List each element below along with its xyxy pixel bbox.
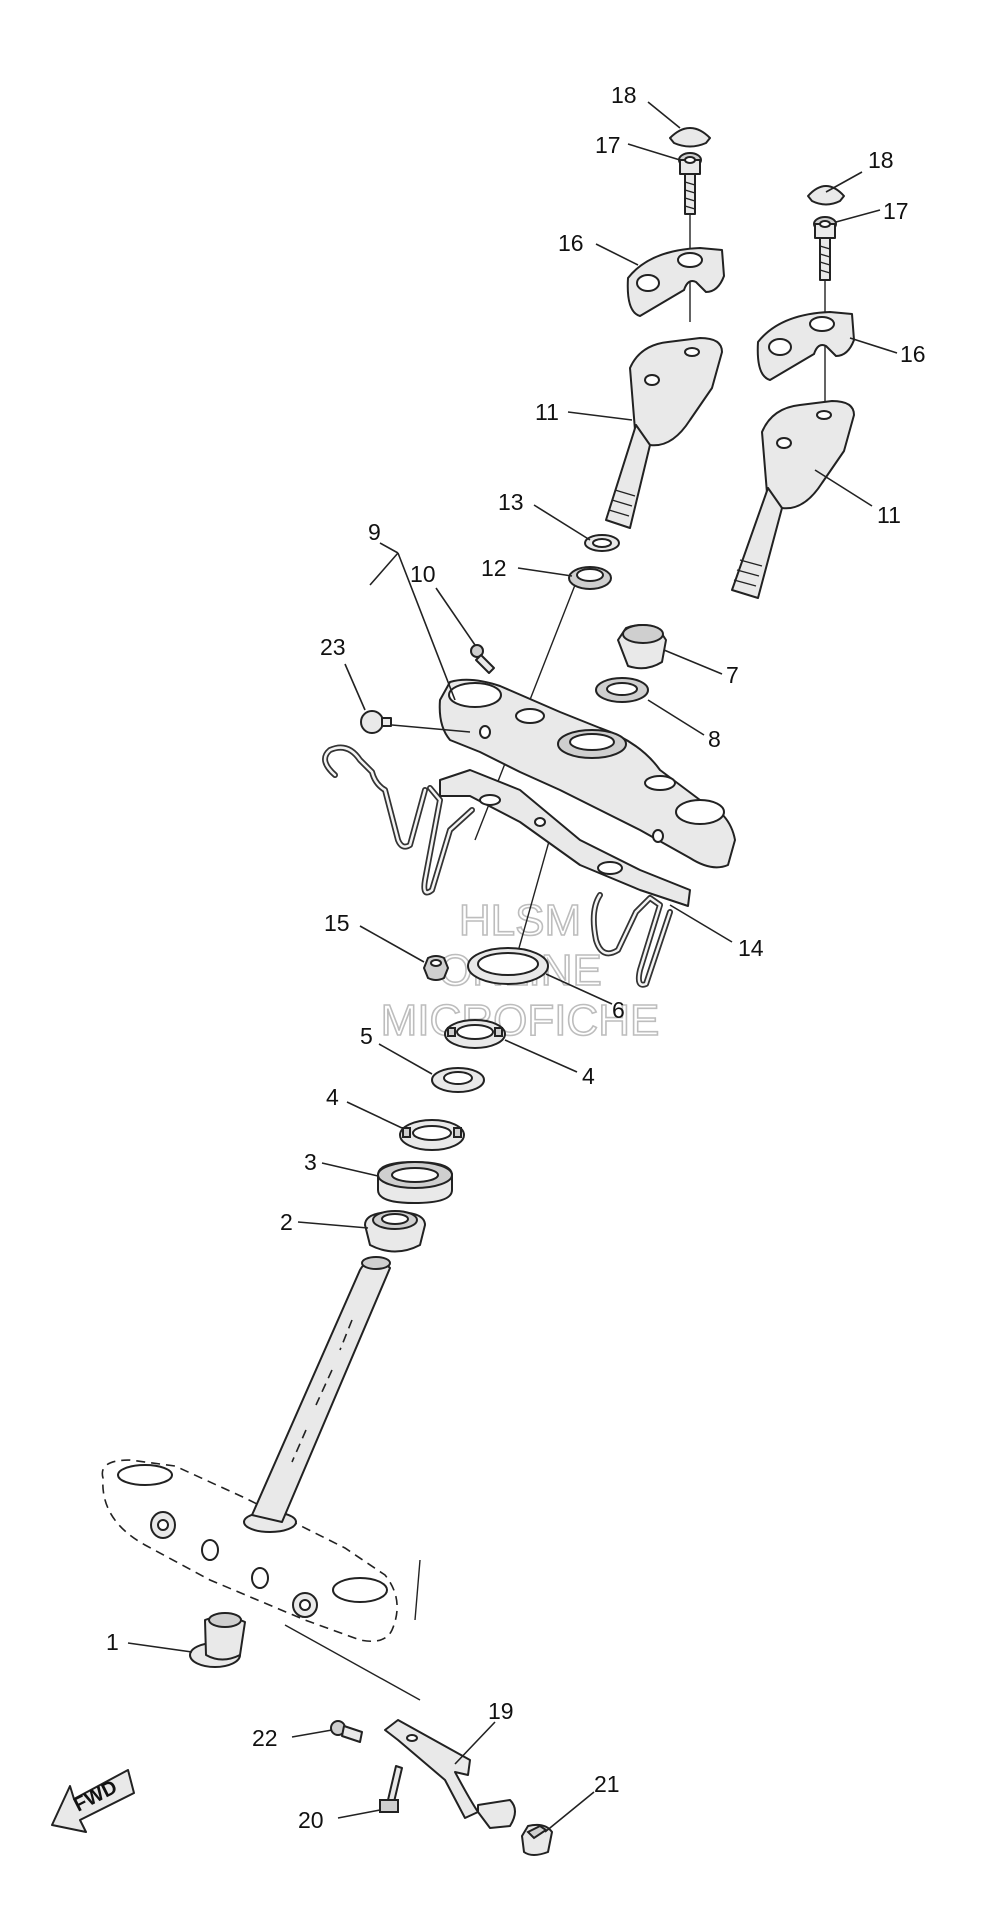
callout-1: 1	[106, 1629, 119, 1655]
part-17-bolt-right	[813, 216, 837, 281]
part-21-grommet	[521, 1823, 553, 1856]
callout-4: 4	[326, 1084, 339, 1110]
bracket-axis	[284, 1624, 421, 1701]
callout-22: 22	[252, 1725, 278, 1751]
part-11-riser-left	[605, 337, 723, 529]
part-4-ring-nut-lower	[399, 1119, 465, 1151]
callout-3: 3	[304, 1149, 317, 1175]
part-10-bolt	[470, 644, 495, 674]
part-20-bolt	[379, 1765, 403, 1813]
part-11-riser-right	[731, 400, 855, 599]
callout-17: 17	[883, 198, 909, 224]
watermark-line-3: MICROFICHE	[381, 996, 660, 1045]
part-14-meter-bracket	[322, 744, 691, 988]
callout-4: 4	[582, 1063, 595, 1089]
watermark-line-1: HLSM	[459, 896, 581, 945]
part-5-washer	[431, 1067, 485, 1093]
callout-17: 17	[595, 132, 621, 158]
callout-11: 11	[877, 502, 901, 528]
callout-12: 12	[481, 555, 507, 581]
part-19-hose-bracket	[384, 1719, 516, 1829]
callout-23: 23	[320, 634, 346, 660]
callout-5: 5	[360, 1023, 373, 1049]
callout-18: 18	[868, 147, 894, 173]
part-13-washer	[584, 534, 620, 552]
part-6-cover	[467, 947, 549, 985]
callout-8: 8	[708, 726, 721, 752]
part-18-cap-right	[807, 185, 845, 206]
part-16-clamp-left	[626, 247, 725, 317]
callout-6: 6	[612, 997, 625, 1023]
part-1-cap	[189, 1612, 246, 1668]
part-12-seal	[568, 566, 612, 590]
callout-15: 15	[324, 910, 350, 936]
part-8-washer	[595, 677, 649, 703]
part-3-bearing-race	[377, 1161, 453, 1204]
part-2-bearing	[364, 1210, 426, 1253]
callout-16: 16	[558, 230, 584, 256]
part-4-ring-nut-upper	[444, 1019, 506, 1049]
callout-21: 21	[594, 1771, 620, 1797]
forward-arrow-icon: FWD	[51, 1769, 135, 1833]
leader-lines	[127, 101, 898, 1833]
callout-10: 10	[410, 561, 436, 587]
part-18-cap-left	[669, 127, 711, 148]
callout-14: 14	[738, 935, 764, 961]
callout-9: 9	[368, 519, 381, 545]
part-16-clamp-right	[756, 311, 855, 381]
callout-18: 18	[611, 82, 637, 108]
callout-19: 19	[488, 1698, 514, 1724]
callout-20: 20	[298, 1807, 324, 1833]
callout-7: 7	[726, 662, 739, 688]
callout-11: 11	[535, 399, 559, 425]
lower-bracket-steering-stem	[101, 1256, 398, 1643]
part-22-bolt	[330, 1720, 363, 1743]
part-9-upper-bracket	[438, 678, 736, 869]
part-7-nut	[617, 624, 667, 670]
callout-labels: 18 17 16 11 13 12 18 17 16 11 9 10 23 7 …	[106, 82, 926, 1833]
part-23-plug	[360, 710, 392, 734]
callout-2: 2	[280, 1209, 293, 1235]
part-15-nut	[422, 955, 450, 981]
part-17-bolt-left	[678, 152, 702, 215]
callout-13: 13	[498, 489, 524, 515]
callout-16: 16	[900, 341, 926, 367]
cap-axis	[414, 1559, 421, 1621]
